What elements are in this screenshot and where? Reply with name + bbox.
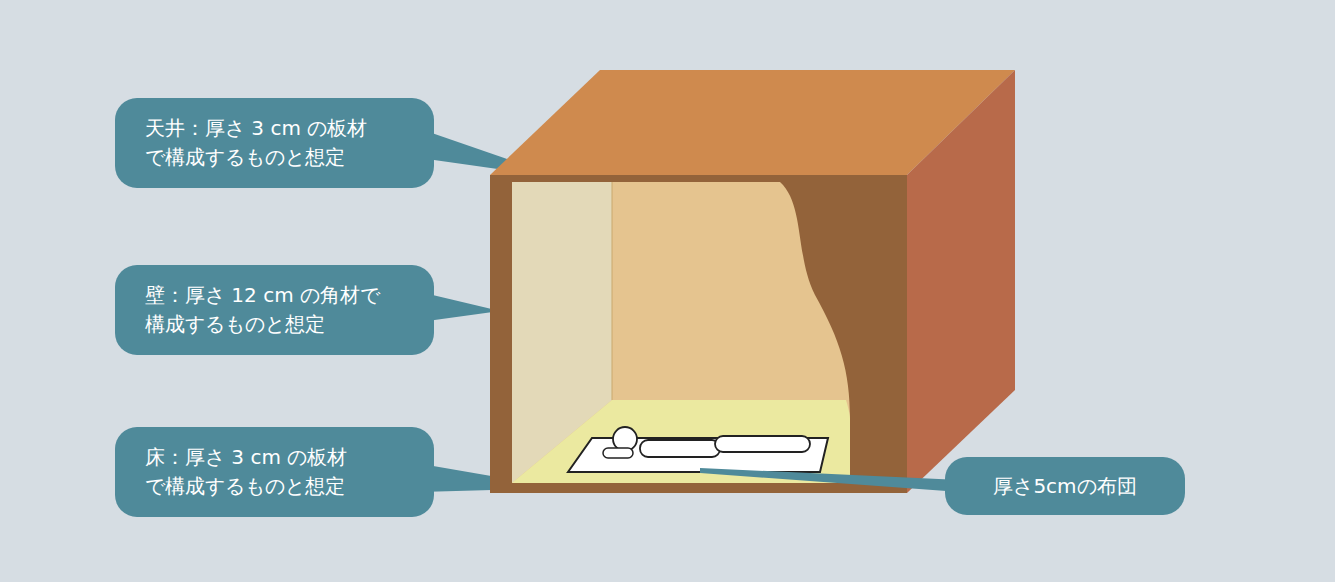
callout-text: 床：厚さ 3 cm の板材 で構成するものと想定 <box>145 443 410 501</box>
wall-frame <box>490 175 907 493</box>
side-wall <box>907 70 1015 493</box>
blanket <box>715 436 810 452</box>
floor-callout: 床：厚さ 3 cm の板材 で構成するものと想定 <box>115 427 434 517</box>
floor <box>512 400 850 483</box>
callout-pointer <box>700 468 960 492</box>
callout-text: 壁：厚さ 12 cm の角材で 構成するものと想定 <box>145 281 410 339</box>
wall-corner <box>612 182 613 400</box>
back-wall <box>512 182 850 483</box>
callout-text: 厚さ5cmの布団 <box>993 472 1136 501</box>
person-body <box>640 440 720 457</box>
ceiling-callout: 天井：厚さ 3 cm の板材 で構成するものと想定 <box>115 98 434 188</box>
pillow <box>603 448 633 458</box>
wall-callout: 壁：厚さ 12 cm の角材で 構成するものと想定 <box>115 265 434 355</box>
callout-text: 天井：厚さ 3 cm の板材 で構成するものと想定 <box>145 114 410 172</box>
futon-callout: 厚さ5cmの布団 <box>945 457 1185 515</box>
